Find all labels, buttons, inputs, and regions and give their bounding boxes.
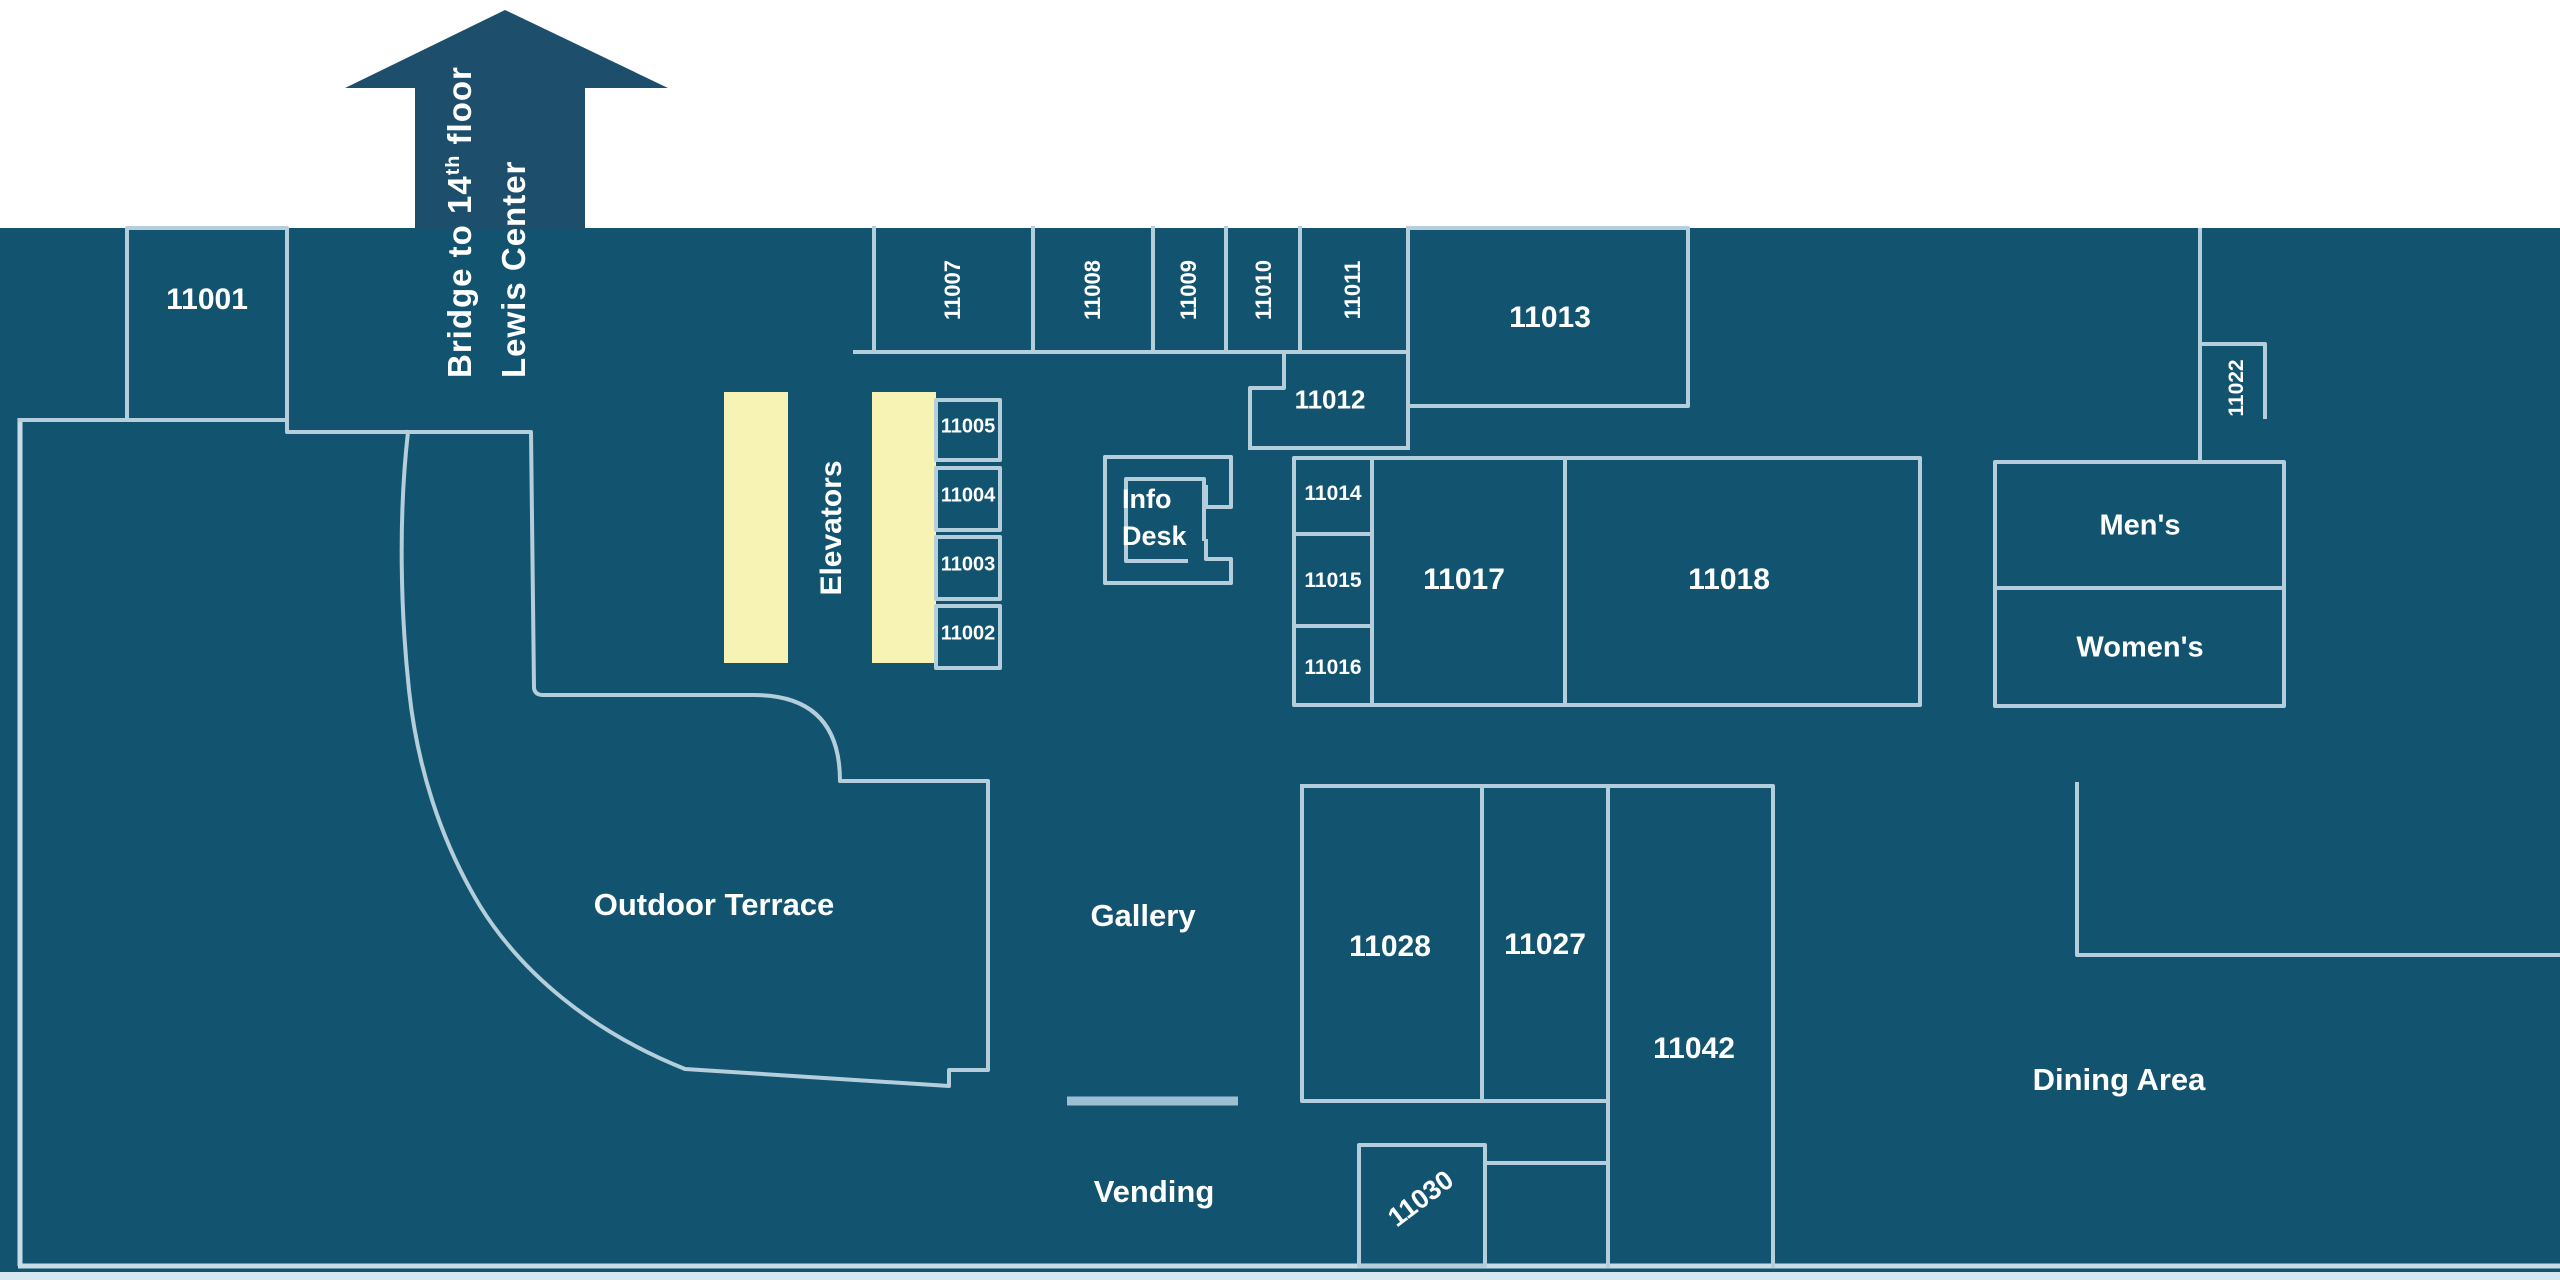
room-11012-outline bbox=[1248, 350, 1410, 450]
rooms-11017-11018-outline bbox=[1292, 456, 1922, 707]
elevator-shaft-right bbox=[872, 392, 936, 663]
room-11002-outline bbox=[934, 604, 1002, 670]
bottom-edge-strip bbox=[0, 1272, 2560, 1280]
room-label-11005: 11005 bbox=[940, 415, 996, 438]
bridge-label-part: floor bbox=[441, 66, 478, 155]
area-label-gallery: Gallery bbox=[1090, 898, 1196, 933]
area-label-dining-area: Dining Area bbox=[2032, 1062, 2206, 1097]
room-11005-outline bbox=[934, 398, 1002, 462]
room-label-11004: 11004 bbox=[940, 484, 996, 507]
restrooms-outline bbox=[1993, 460, 2286, 708]
bridge-arrow-icon bbox=[345, 10, 668, 230]
room-11030-outline bbox=[1357, 1143, 1487, 1268]
bridge-arrow-label-line1: Bridge to 14th floor bbox=[441, 66, 479, 378]
bridge-arrow-label-line2: Lewis Center bbox=[495, 160, 532, 378]
room-label-11028: 11028 bbox=[1349, 930, 1431, 963]
rooms-11007-11011-outline bbox=[853, 226, 1410, 450]
room-11004-outline bbox=[934, 466, 1002, 532]
map-background bbox=[0, 228, 2560, 1280]
area-label-outdoor-terrace: Outdoor Terrace bbox=[593, 887, 835, 922]
area-label-vending: Vending bbox=[1093, 1174, 1215, 1209]
rooms-11028-11027-11042-outline bbox=[1300, 784, 1775, 1268]
elevator-shaft-left bbox=[724, 392, 788, 663]
room-label-11022: 11022 bbox=[2225, 359, 2248, 417]
room-label-11011: 11011 bbox=[1340, 260, 1365, 320]
room-label-11015: 11015 bbox=[1304, 569, 1362, 592]
room-label-11013: 11013 bbox=[1509, 301, 1591, 334]
room-label-11010: 11010 bbox=[1251, 260, 1276, 320]
room-label-11001: 11001 bbox=[166, 283, 248, 316]
room-label-11018: 11018 bbox=[1688, 563, 1770, 596]
area-label-info-desk-line2: Desk bbox=[1122, 521, 1187, 551]
room-label-11008: 11008 bbox=[1080, 260, 1105, 320]
room-label-11014: 11014 bbox=[1304, 482, 1362, 505]
room-11013-outline bbox=[1406, 226, 1690, 408]
room-11022-outline bbox=[2198, 342, 2267, 419]
info-desk-icon-inner bbox=[1124, 477, 1206, 563]
room-11003-outline bbox=[934, 535, 1002, 601]
area-label-elevators: Elevators bbox=[815, 460, 848, 596]
room-label-11002: 11002 bbox=[940, 622, 996, 645]
room-label-11017: 11017 bbox=[1423, 563, 1505, 596]
area-label-info-desk-line1: Info bbox=[1122, 484, 1172, 514]
room-label-11009: 11009 bbox=[1176, 260, 1201, 320]
area-label-womens-restroom: Women's bbox=[2076, 631, 2204, 664]
bridge-label-superscript: th bbox=[442, 154, 464, 176]
room-label-11007: 11007 bbox=[940, 260, 965, 320]
room-label-11003: 11003 bbox=[940, 553, 996, 576]
info-desk-icon bbox=[1103, 455, 1233, 585]
room-label-11016: 11016 bbox=[1304, 656, 1362, 679]
wall-dining-area bbox=[2075, 782, 2560, 957]
rooms-11014-11016-dividers bbox=[1292, 456, 1567, 707]
area-label-mens-restroom: Men's bbox=[2099, 509, 2181, 542]
room-label-11012: 11012 bbox=[1294, 384, 1366, 415]
wall-terrace-and-lobby bbox=[18, 418, 990, 1088]
bridge-label-part: Bridge to 14 bbox=[441, 175, 478, 378]
room-label-11042: 11042 bbox=[1653, 1032, 1735, 1065]
room-label-11027: 11027 bbox=[1504, 928, 1586, 961]
